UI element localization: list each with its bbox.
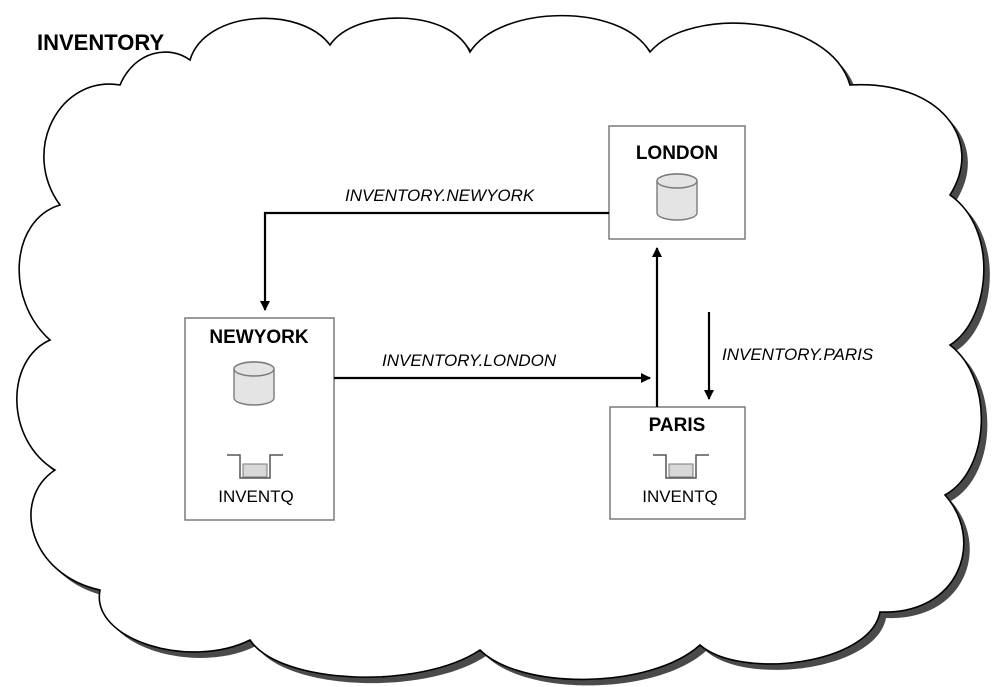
channel-arrow-to-newyork bbox=[260, 211, 609, 311]
node-newyork-label: NEWYORK bbox=[209, 327, 309, 348]
database-icon bbox=[656, 173, 698, 221]
queue-icon bbox=[227, 454, 283, 479]
node-paris: PARIS INVENTQ bbox=[609, 406, 746, 520]
database-icon bbox=[233, 361, 275, 406]
cluster-title: INVENTORY bbox=[37, 30, 164, 55]
node-newyork-queue-label: INVENTQ bbox=[218, 487, 294, 506]
channel-label-to-paris: INVENTORY.PARIS bbox=[722, 345, 874, 364]
node-newyork-box bbox=[184, 317, 335, 521]
node-newyork: NEWYORK INVENTQ bbox=[184, 317, 335, 521]
node-london: LONDON bbox=[608, 125, 746, 240]
node-paris-label: PARIS bbox=[649, 415, 706, 436]
queue-icon bbox=[653, 454, 709, 479]
channel-label-to-newyork: INVENTORY.NEWYORK bbox=[345, 186, 535, 205]
node-london-label: LONDON bbox=[636, 143, 718, 164]
node-paris-box bbox=[609, 406, 746, 520]
channel-label-to-london: INVENTORY.LONDON bbox=[382, 351, 557, 370]
node-paris-queue-label: INVENTQ bbox=[642, 487, 718, 506]
